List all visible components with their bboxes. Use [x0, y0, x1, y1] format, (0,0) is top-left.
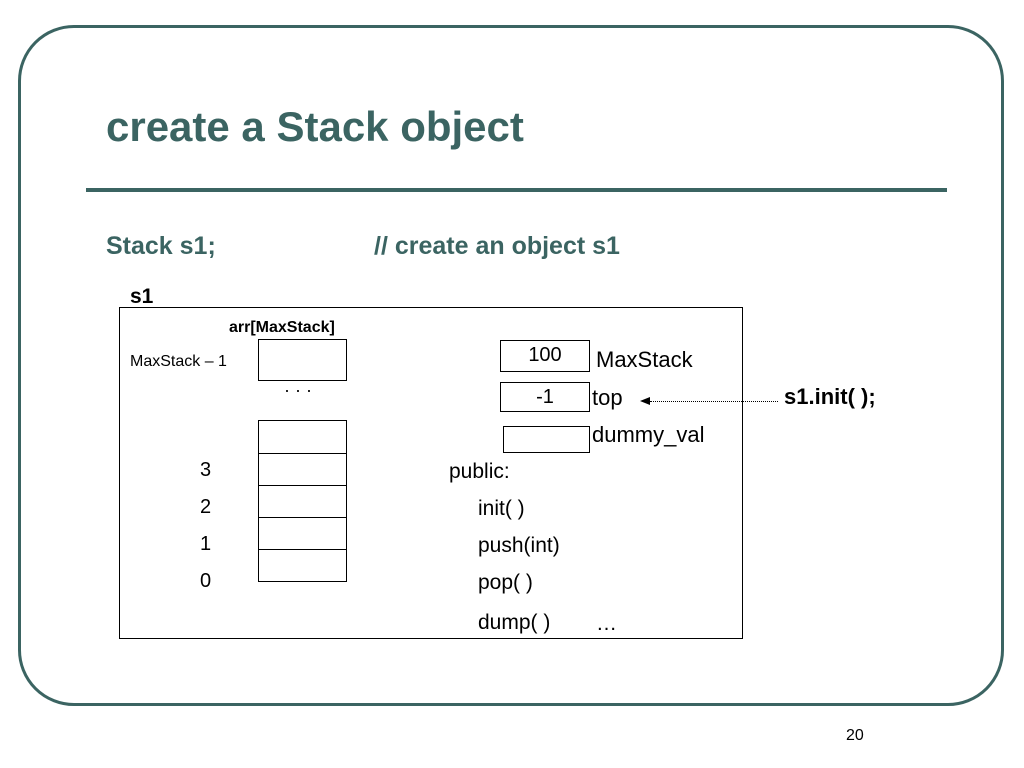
method-dump: dump( ): [478, 611, 551, 634]
maxstack-value-box: 100: [500, 340, 590, 372]
array-label: arr[MaxStack]: [229, 319, 335, 336]
arrow-left-icon: [640, 397, 650, 405]
array-cell-1: [258, 517, 347, 550]
page-number: 20: [846, 727, 864, 744]
array-cell-top: [258, 339, 347, 381]
dummy-val-label: dummy_val: [592, 422, 705, 447]
slide-frame: [18, 25, 1004, 706]
public-label: public:: [449, 460, 510, 483]
maxstack-label: MaxStack: [596, 347, 693, 372]
array-index-0: 0: [200, 570, 212, 592]
method-init: init( ): [478, 497, 525, 520]
array-index-1: 1: [200, 533, 212, 555]
dotted-arrow-line: [650, 401, 778, 402]
more-ellipsis: …: [596, 612, 617, 635]
dummy-val-box: [503, 426, 590, 453]
array-ellipsis: · · ·: [284, 380, 312, 400]
top-value-box: -1: [500, 382, 590, 412]
array-cell-0: [258, 549, 347, 582]
object-label: s1: [130, 285, 154, 308]
array-index-3: 3: [200, 459, 212, 481]
code-comment: // create an object s1: [374, 232, 620, 260]
array-index-2: 2: [200, 496, 212, 518]
init-call-label: s1.init( );: [784, 384, 876, 409]
title-underline: [86, 188, 947, 192]
method-push: push(int): [478, 534, 560, 557]
array-cell-3: [258, 453, 347, 486]
code-statement: Stack s1;: [106, 232, 216, 260]
slide-title: create a Stack object: [106, 103, 524, 150]
object-box: [119, 307, 743, 639]
method-pop: pop( ): [478, 571, 533, 594]
array-cell-2: [258, 485, 347, 518]
top-label: top: [592, 385, 623, 410]
array-cell: [258, 420, 347, 454]
array-top-index-label: MaxStack – 1: [130, 353, 227, 370]
